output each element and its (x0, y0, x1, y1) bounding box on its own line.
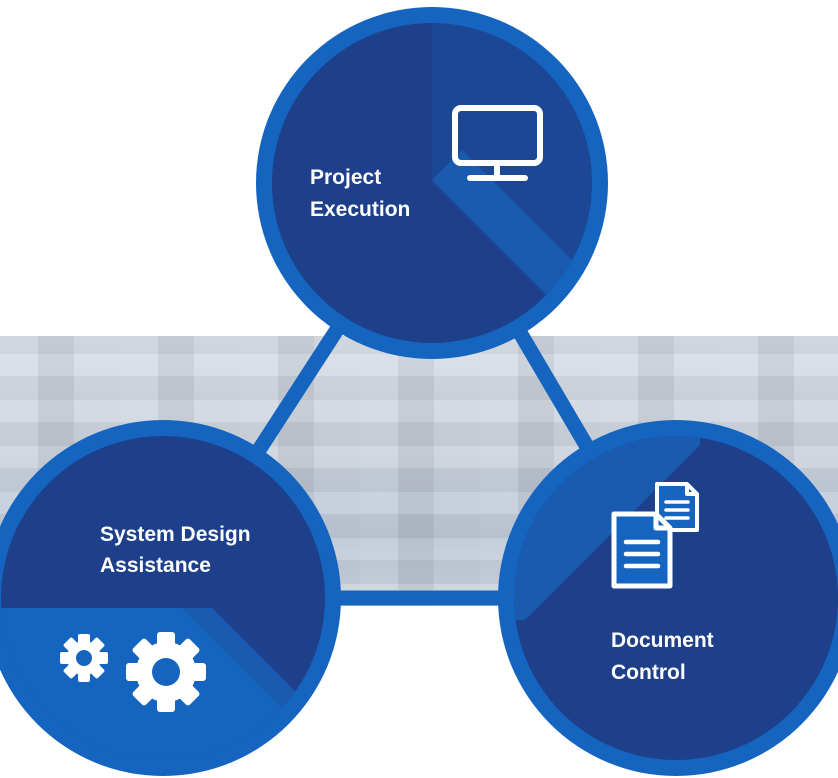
node-label-line2: Assistance (100, 554, 211, 577)
monitor-icon (452, 105, 543, 181)
node-label-line2: Execution (310, 198, 410, 221)
node-system-design-assistance: System Design Assistance (0, 420, 341, 776)
node-label-line1: Project (310, 166, 381, 189)
documents-icon (611, 482, 699, 589)
gears-icon (60, 632, 206, 712)
node-label-line1: Document (611, 629, 714, 652)
node-project-execution: Project Execution (256, 7, 608, 359)
node-label-line2: Control (611, 661, 686, 684)
node-label-line1: System Design (100, 523, 251, 546)
node-document-control: Document Control (498, 420, 838, 776)
